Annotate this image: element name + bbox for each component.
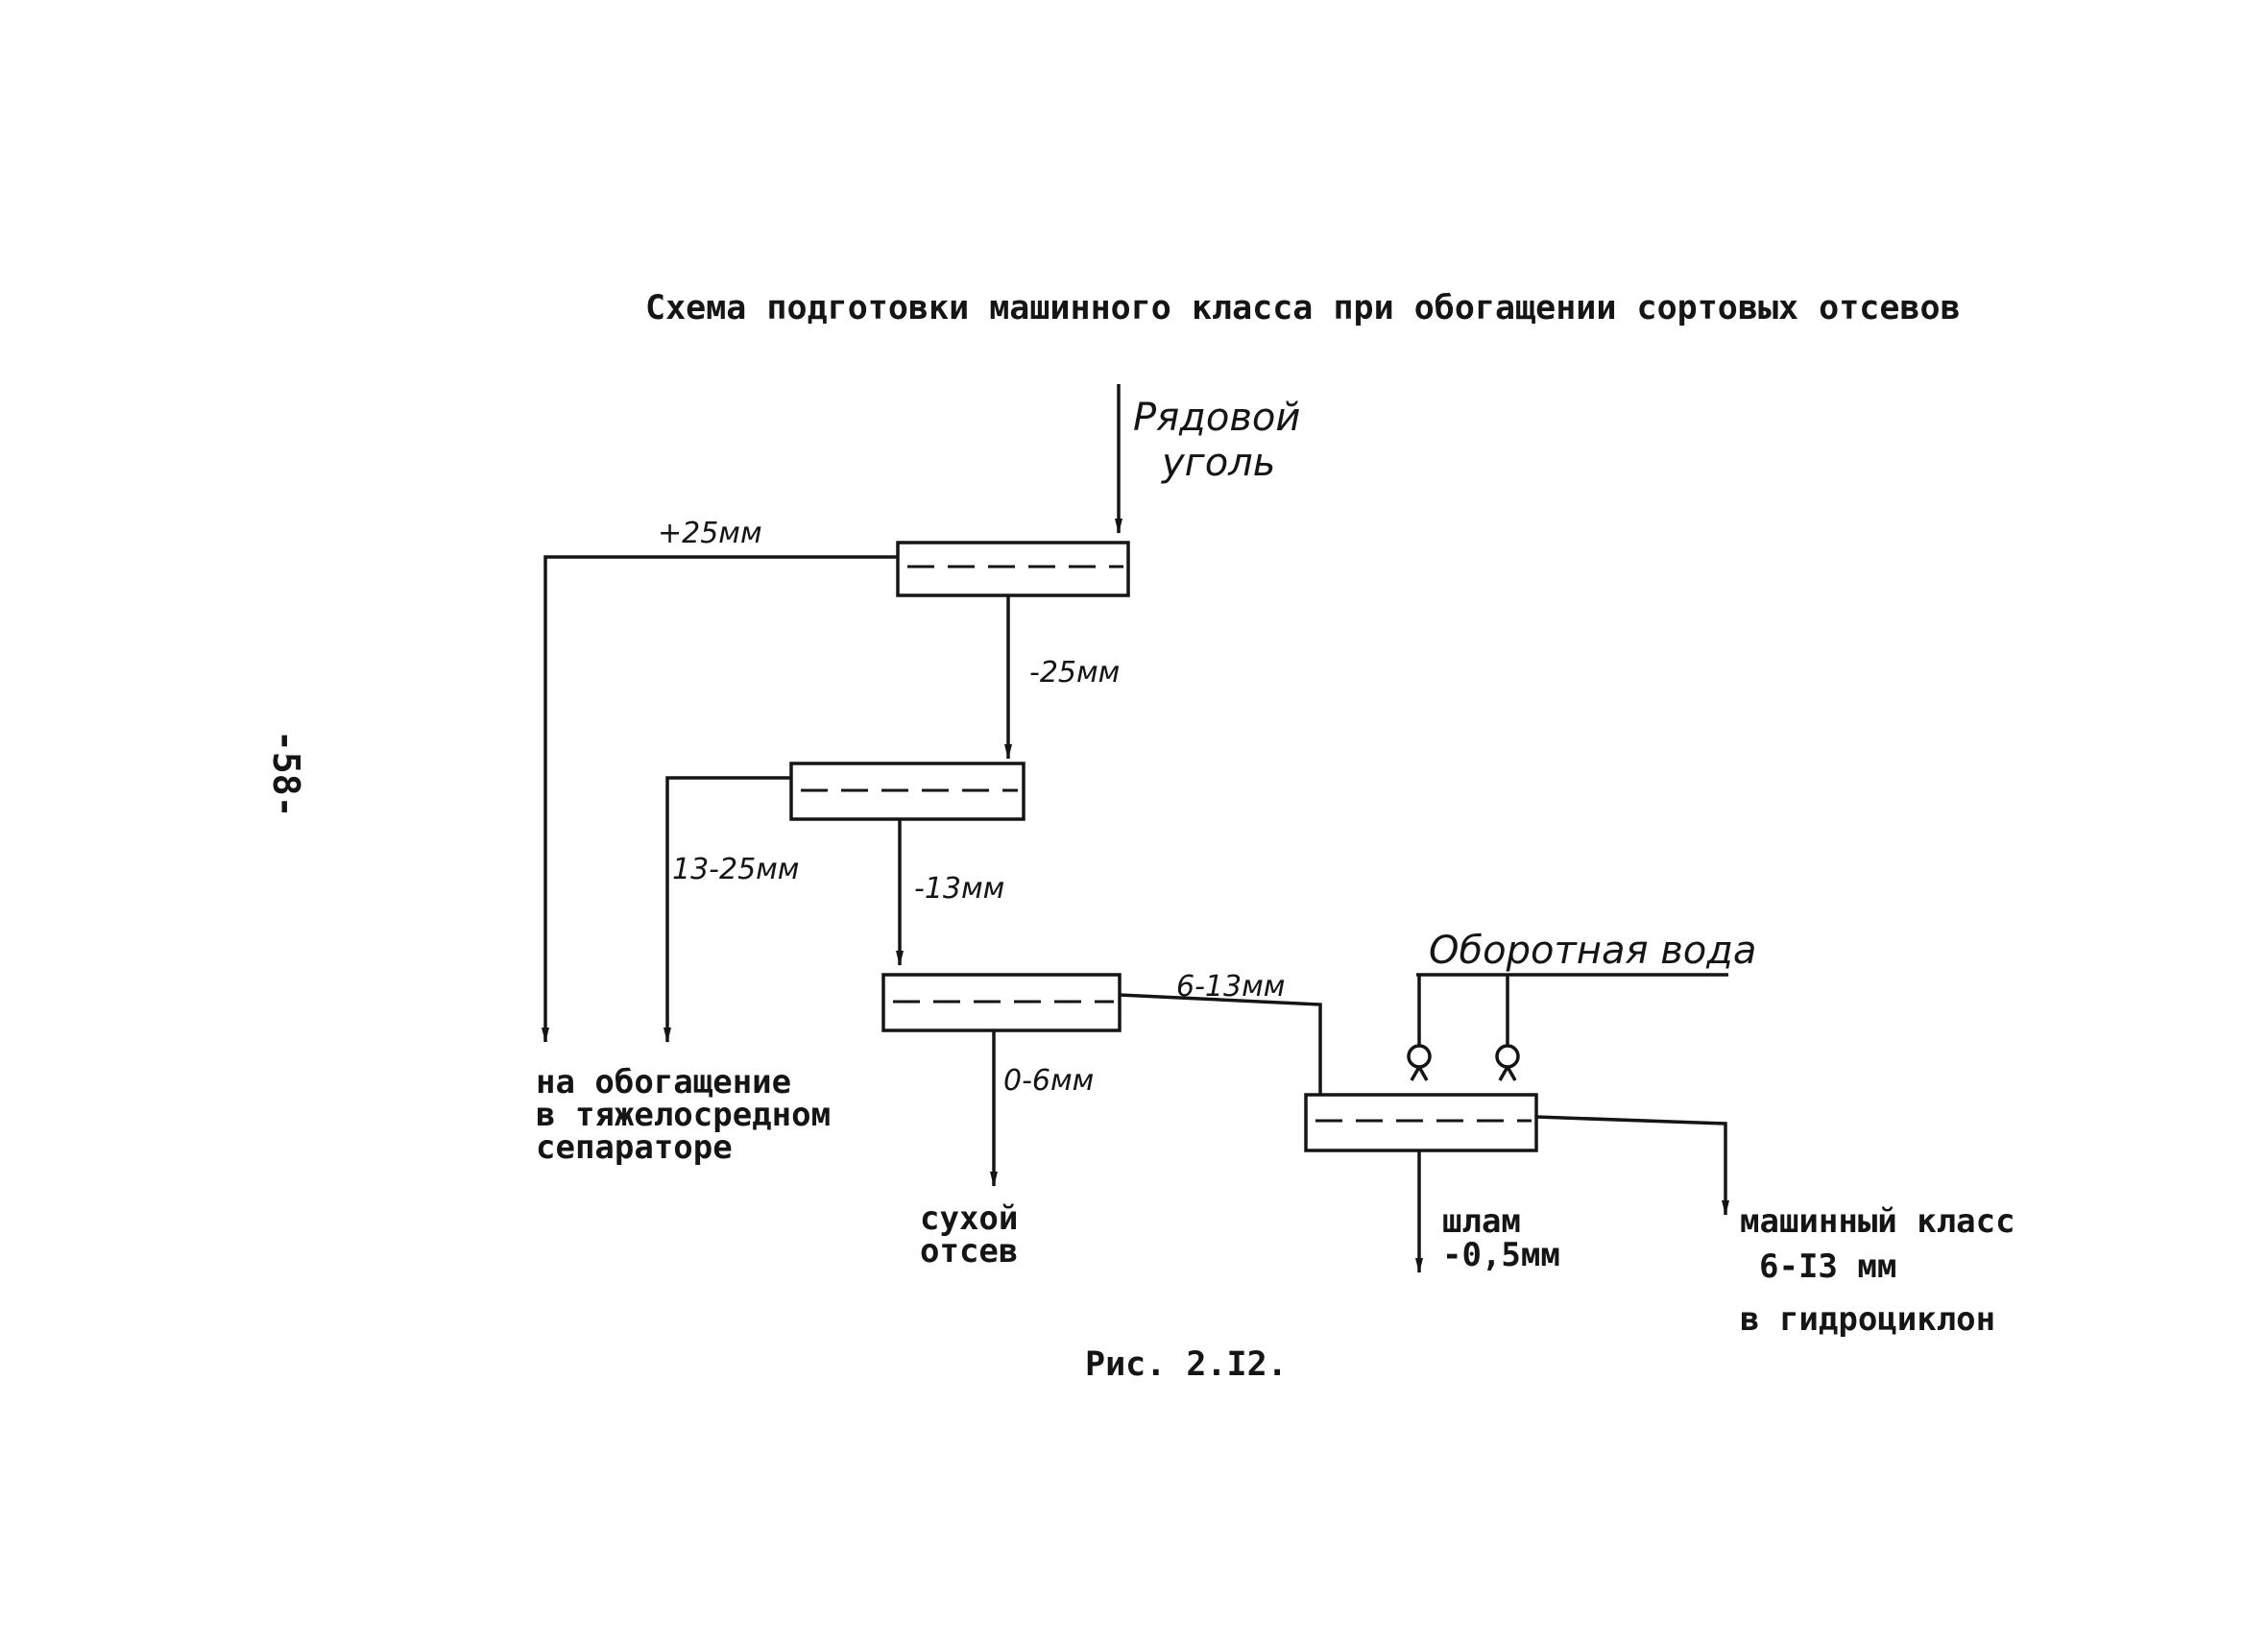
raw-coal-label-line1: Рядовой: [1133, 396, 1300, 440]
screen-2: [789, 762, 1025, 821]
machine-class-label-line2: 6-I3 мм: [1759, 1247, 1896, 1286]
machine-class-label-line3: в гидроциклон: [1740, 1300, 1995, 1339]
dry-screenings-label-line2: отсев: [920, 1232, 1018, 1271]
page-number: -58-: [265, 730, 307, 818]
s0-6-label: 0-6мм: [1003, 1064, 1094, 1098]
minus13-label: -13мм: [914, 872, 1004, 906]
figure-caption: Рис. 2.I2.: [1085, 1345, 1288, 1384]
plus25-stream-line: [542, 555, 898, 1043]
screen-1: [896, 541, 1130, 597]
machine-class-label-line1: машинный класс: [1740, 1202, 2015, 1241]
dry-screenings-label-line1: сухой: [920, 1199, 1018, 1238]
heavy-media-label-line2: в тяжелосредном: [536, 1096, 831, 1134]
recycled-water-label: Оборотная вода: [1429, 929, 1756, 973]
spray-nozzle-right-icon: [1495, 1044, 1520, 1081]
machine-class-stream-line: [1535, 1115, 1729, 1216]
screen-4: [1304, 1093, 1538, 1152]
s13-25-label: 13-25мм: [672, 853, 799, 886]
sludge-label-line1: шлам: [1442, 1202, 1521, 1241]
minus25-label: -25мм: [1029, 656, 1120, 690]
heavy-media-label-line3: сепараторе: [536, 1128, 733, 1167]
plus25-label: +25мм: [658, 517, 762, 550]
spray-nozzle-left-icon: [1407, 1044, 1432, 1081]
screen-3: [881, 973, 1122, 1032]
raw-coal-label-line2: уголь: [1161, 441, 1275, 485]
s6-13-label: 6-13мм: [1176, 970, 1285, 1004]
diagram-title: Схема подготовки машинного класса при об…: [645, 289, 1961, 327]
s6-13-stream-line: [1119, 993, 1322, 1095]
s13-25-stream-line: [664, 776, 791, 1043]
heavy-media-label-line1: на обогащение: [536, 1063, 791, 1101]
sludge-label-line2: -0,5мм: [1442, 1236, 1560, 1274]
